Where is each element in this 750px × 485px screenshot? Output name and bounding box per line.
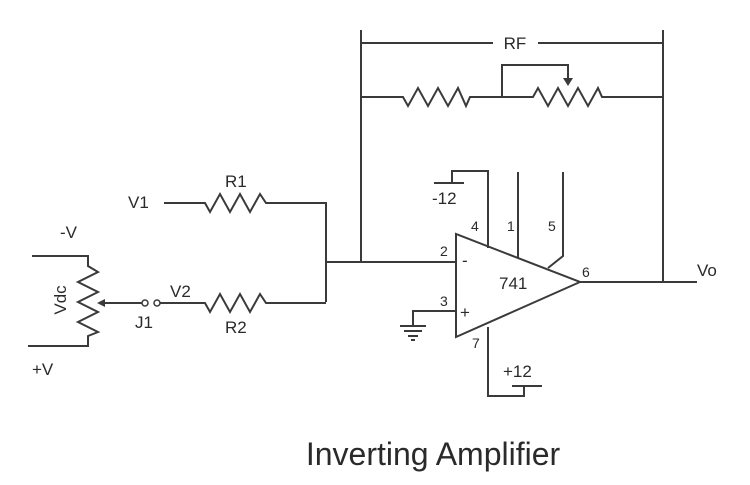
pin-1-label: 1 [507,218,515,234]
j1-label: J1 [135,313,153,332]
neg-supply-label: -V [60,223,78,242]
rf-potentiometer [501,64,663,109]
ground-icon [400,325,426,341]
r2-resistor [157,291,326,315]
rf-bracket [360,30,664,282]
pin-4-wire [451,170,489,248]
r2-label: R2 [225,318,247,337]
pin-5-label: 5 [548,218,556,234]
rf-fixed-resistor [361,85,502,109]
r1-resistor [164,191,327,302]
pin-4-label: 4 [471,218,479,234]
v1-label: V1 [128,193,149,212]
diagram-title: Inverting Amplifier [306,436,561,472]
vdc-potentiometer [28,255,101,347]
pos-supply-label: +V [32,360,54,379]
pin-3-wire [412,310,456,325]
noninverting-sign: + [460,303,470,322]
pin-5-wire [547,172,564,269]
j1-terminal-b [153,299,161,307]
inverting-sign: - [462,251,468,270]
wiper-arrow-icon [563,78,573,86]
pin-3-label: 3 [440,293,448,309]
pin-7-label: 7 [472,335,480,351]
pin-2-label: 2 [440,243,448,259]
opamp-label: 741 [499,274,527,293]
vo-label: Vo [697,261,717,280]
pos-rail-label: +12 [503,362,532,381]
vdc-label: Vdc [51,285,70,315]
vdc-wiper-arrow-icon [97,299,105,307]
v2-label: V2 [170,282,191,301]
pin-6-label: 6 [582,264,590,280]
j1-terminal-a [141,299,149,307]
neg-rail-label: -12 [432,189,457,208]
pin-7-wire [487,327,525,397]
r1-label: R1 [225,172,247,191]
rf-label: RF [504,34,527,53]
